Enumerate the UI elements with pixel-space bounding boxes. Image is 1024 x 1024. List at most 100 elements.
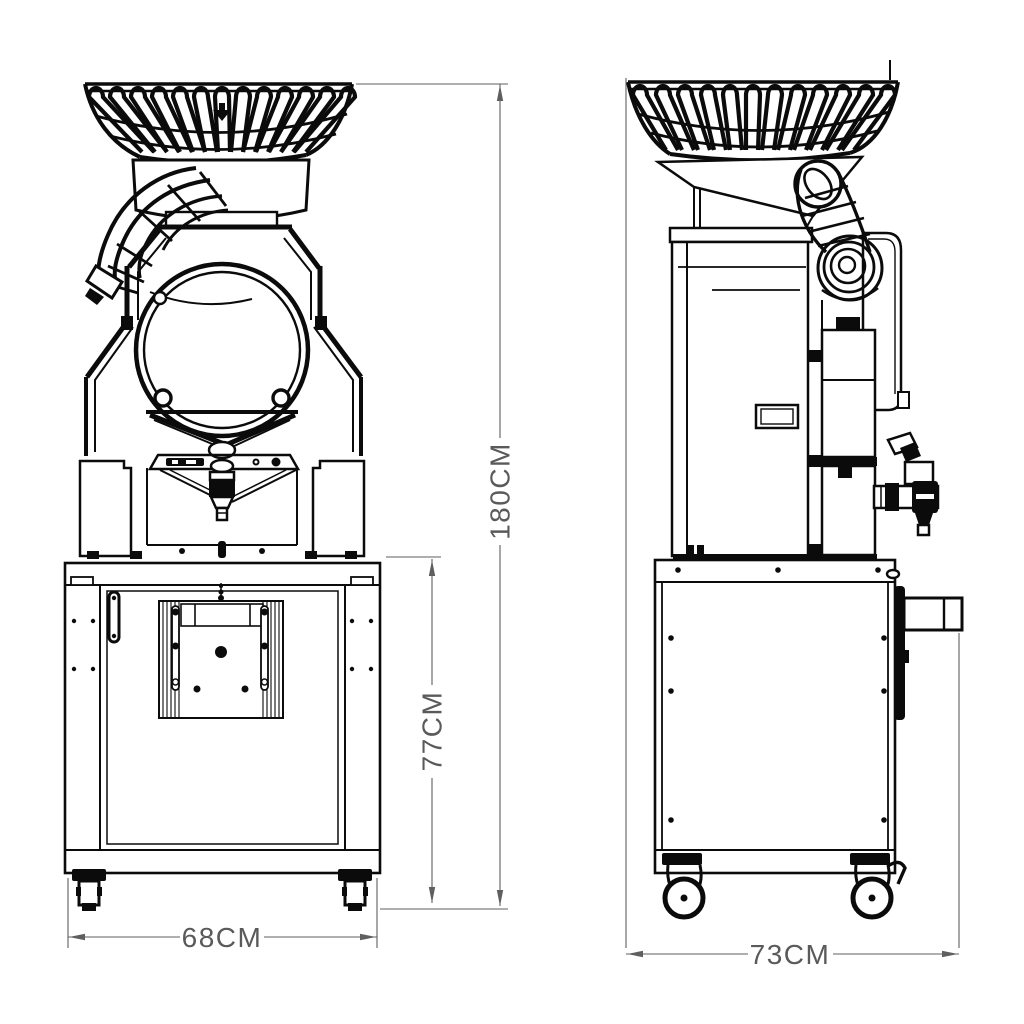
mount-plate — [158, 583, 284, 719]
channel-clip — [809, 544, 821, 556]
basket-wires — [86, 85, 358, 154]
cage-opening-inner — [803, 167, 833, 201]
housing-leg — [84, 377, 363, 456]
body-slot — [754, 403, 800, 430]
caster-hub — [868, 894, 876, 902]
tray-latch — [166, 458, 204, 466]
caster-hub — [680, 894, 688, 902]
handle-pin — [111, 633, 117, 639]
basket-wire-loop — [254, 85, 295, 153]
cage-coil — [829, 247, 867, 285]
mount-plate-divider — [194, 604, 251, 626]
basket-wire-loop — [759, 83, 785, 151]
basket-wire-loop — [653, 83, 696, 151]
caster-mount — [850, 853, 890, 865]
chute-outlet-tip — [85, 288, 104, 305]
dimension-annotations: 180CM 77CM 68CM 73CM — [67, 78, 960, 970]
front-drum — [131, 158, 311, 230]
press-drum-circle — [133, 261, 311, 439]
side-basket — [626, 60, 900, 163]
base-tab — [345, 551, 357, 559]
plate-hole — [241, 685, 249, 693]
faucet-bracket — [838, 464, 852, 478]
chute-outlet — [84, 263, 125, 301]
drain-pipe[interactable] — [902, 596, 964, 632]
slot-bead — [172, 608, 179, 616]
basket-wire-loop — [128, 85, 181, 154]
side-faucet — [838, 431, 940, 537]
cage-coil — [822, 240, 876, 294]
arrow-left-icon — [627, 950, 643, 958]
cover-panel-tab — [897, 391, 910, 409]
basket-wire-loop — [191, 85, 220, 153]
front-feed-chute — [84, 166, 253, 306]
foot-bracket — [72, 869, 106, 881]
chute-channel — [807, 300, 823, 556]
dim-side-depth: 73CM — [625, 78, 960, 970]
bin-band — [820, 457, 877, 466]
plate-bolt-bead — [218, 595, 224, 601]
basket-wire-loop — [107, 85, 169, 154]
cage-opening — [793, 159, 843, 209]
plate-bolt-bead — [218, 589, 224, 595]
drain-ring — [885, 568, 901, 580]
basket-wire-loop — [292, 85, 358, 154]
drain-bar-tab — [898, 650, 909, 663]
dim-overall-height: 180CM — [356, 83, 516, 910]
faucet-flange — [885, 483, 899, 511]
foot-stem — [77, 879, 101, 907]
door-handle[interactable] — [107, 590, 121, 644]
cover-panel-inner — [868, 238, 896, 394]
front-width-label: 68CM — [182, 922, 263, 953]
handle-pin — [111, 595, 117, 601]
front-basket — [83, 82, 358, 166]
front-tray-spout — [147, 453, 301, 522]
body-slot-inner — [760, 408, 794, 425]
arrow-left-icon — [69, 933, 85, 941]
base-tab — [87, 551, 99, 559]
foot-bump — [363, 887, 368, 896]
bin-upper — [820, 328, 877, 459]
faucet-lever-base — [900, 442, 921, 462]
funnel-v — [149, 412, 296, 447]
housing-hinge-tab — [121, 316, 133, 330]
basket-ring-wire — [95, 112, 348, 134]
basket-wire-loop — [279, 85, 337, 154]
cabinet-screws — [71, 618, 374, 672]
body-top-plate — [668, 226, 814, 244]
basket-ring-wire — [637, 110, 890, 132]
tray-latch-slit — [186, 460, 196, 464]
funnel-v-inner — [153, 419, 291, 449]
base-tab — [130, 551, 142, 559]
foot-base — [348, 903, 362, 911]
spout-tip — [215, 506, 229, 522]
body-seam — [678, 266, 806, 291]
front-view — [63, 82, 382, 911]
cage-rib — [801, 184, 871, 248]
cabinet-side-panel — [661, 581, 889, 851]
pillar-right — [311, 459, 366, 558]
tray-knob — [271, 457, 281, 467]
arrow-right-icon — [360, 933, 376, 941]
arrow-up-icon — [496, 85, 504, 101]
basket-ring-wire — [650, 129, 878, 149]
chute-wire — [161, 208, 229, 251]
foot-bump — [76, 887, 81, 896]
front-feet — [72, 869, 372, 911]
body-base-band — [673, 554, 877, 562]
body-foot-tab — [687, 545, 694, 556]
chute-wire — [137, 194, 223, 279]
basket-wire-loop — [170, 85, 207, 153]
basket-wire-loop — [808, 83, 853, 151]
spout-ring — [208, 470, 236, 482]
press-knob — [271, 388, 291, 408]
plate-hole — [193, 685, 201, 693]
caster-brake-lever[interactable] — [887, 860, 907, 885]
basket-wire-loop — [698, 83, 729, 151]
base-bolt — [218, 541, 226, 558]
channel-clip — [809, 455, 821, 467]
base-screw — [259, 548, 265, 554]
basket-clip-arrow — [213, 110, 231, 121]
basket-wire-loop — [240, 85, 274, 153]
